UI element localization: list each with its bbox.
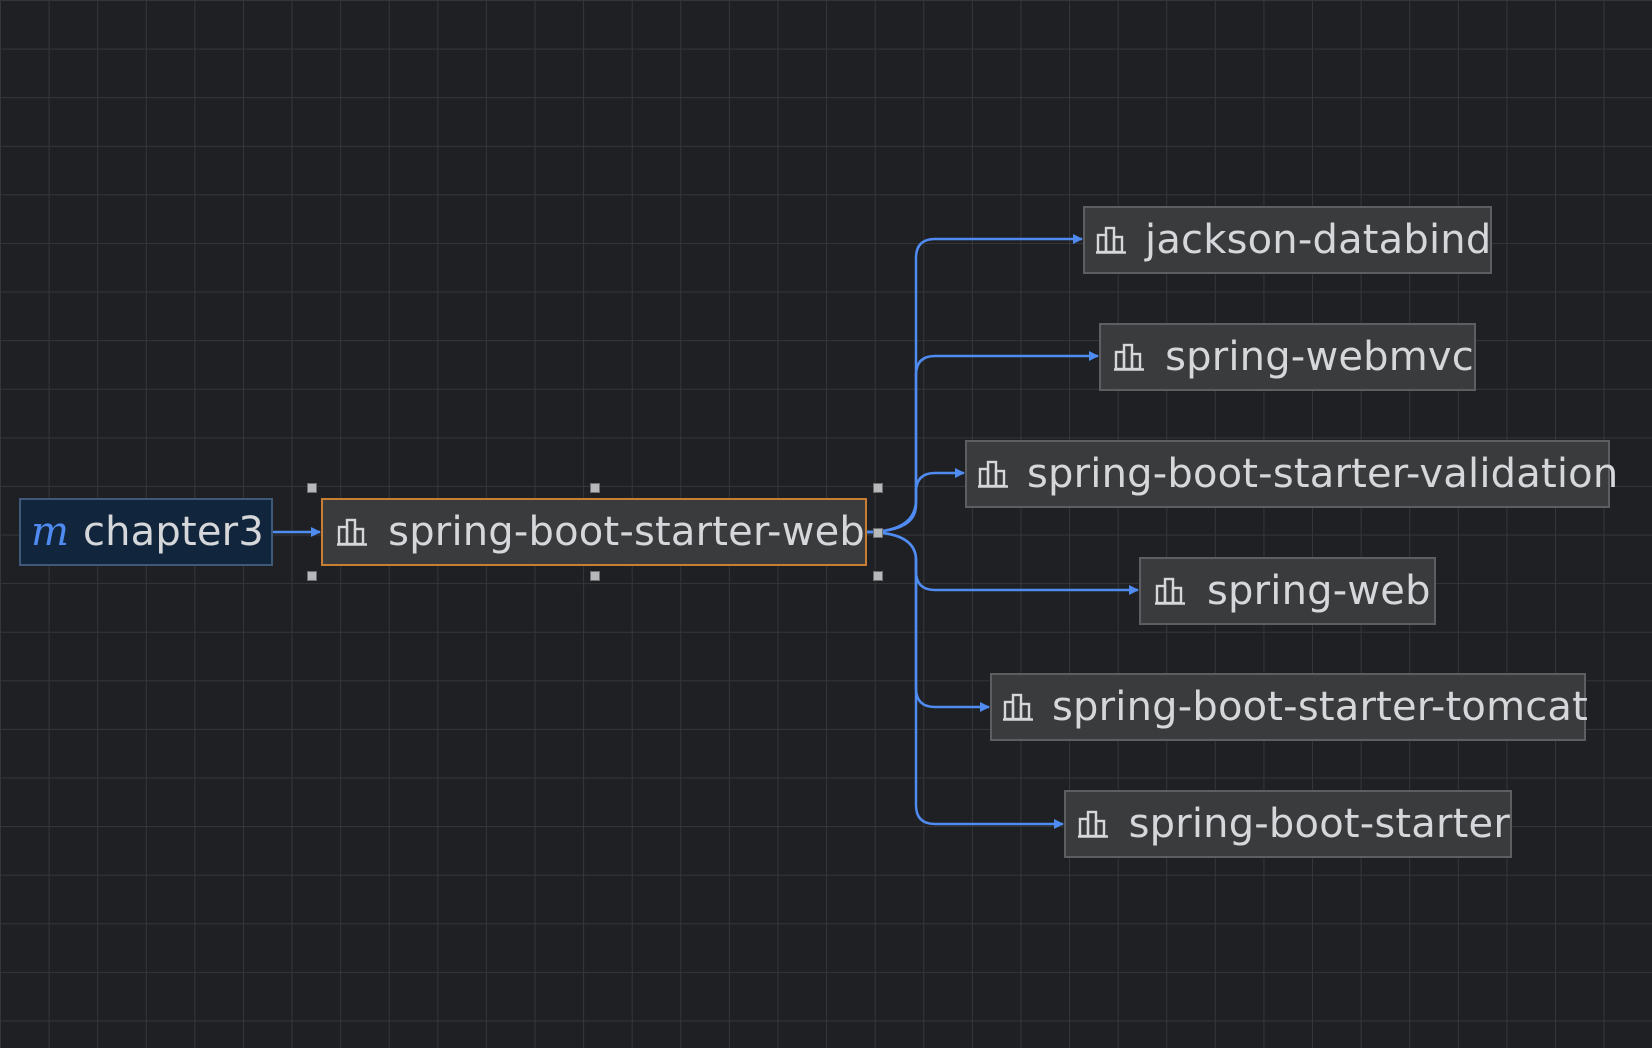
library-icon (1151, 571, 1191, 611)
node-label: spring-boot-starter (1128, 801, 1510, 847)
library-icon (1002, 687, 1036, 727)
node-label: spring-webmvc (1165, 334, 1474, 380)
resize-handle-bottom-left[interactable] (307, 571, 317, 581)
node-spring-boot-starter-validation[interactable]: spring-boot-starter-validation (965, 440, 1618, 508)
resize-handle-top-left[interactable] (307, 483, 317, 493)
node-spring-web[interactable]: spring-web (1139, 557, 1436, 625)
resize-handle-bottom-center[interactable] (590, 571, 600, 581)
node-label: spring-boot-starter-web (388, 509, 865, 555)
library-icon (1111, 337, 1149, 377)
library-icon (1095, 220, 1129, 260)
node-spring-webmvc[interactable]: spring-webmvc (1099, 323, 1476, 391)
resize-handle-top-center[interactable] (590, 483, 600, 493)
node-label: spring-boot-starter-validation (1027, 451, 1619, 497)
edge-to-spring-boot-starter-tomcat (865, 530, 990, 712)
resize-handle-bottom-right[interactable] (873, 571, 883, 581)
resize-handle-middle-right[interactable] (873, 528, 883, 538)
resize-handle-top-right[interactable] (873, 483, 883, 493)
node-label: jackson-databind (1145, 217, 1492, 263)
node-jackson-databind[interactable]: jackson-databind (1083, 206, 1492, 274)
library-icon (977, 454, 1011, 494)
edge-to-spring-web (865, 530, 1139, 595)
node-spring-boot-starter[interactable]: spring-boot-starter (1064, 790, 1512, 858)
library-icon (333, 512, 372, 552)
library-icon (1076, 804, 1113, 844)
node-label: spring-web (1207, 568, 1431, 614)
node-chapter3[interactable]: m chapter3 (19, 498, 273, 566)
node-label: chapter3 (82, 509, 264, 555)
node-spring-boot-starter-web[interactable]: spring-boot-starter-web (321, 498, 867, 566)
maven-module-icon: m (31, 509, 69, 555)
edge-to-spring-boot-starter-validation (865, 468, 965, 534)
node-spring-boot-starter-tomcat[interactable]: spring-boot-starter-tomcat (990, 673, 1589, 741)
node-label: spring-boot-starter-tomcat (1052, 684, 1589, 730)
